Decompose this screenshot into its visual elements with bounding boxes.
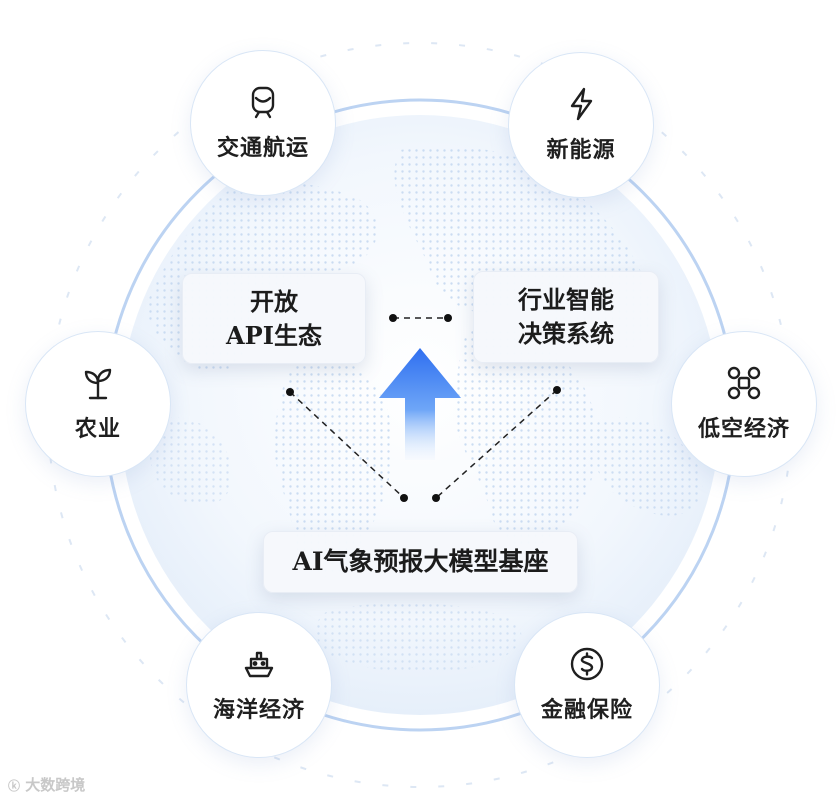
sprout-icon [84,368,112,400]
connector-dot [400,494,408,502]
open-api-line2: API生态 [226,320,322,350]
decision-system-card: 行业智能 决策系统 [473,271,659,363]
connector-dot [286,388,294,396]
base-model-label: AI气象预报大模型基座 [292,547,549,576]
node-marine-label: 海洋经济 [212,697,305,723]
connector-dot [389,314,397,322]
connector-right [435,389,558,499]
node-finance-label: 金融保险 [540,697,633,723]
open-api-line1: 开放 [250,286,298,316]
open-api-card: 开放 API生态 [182,273,366,364]
decision-line1: 行业智能 [518,285,614,314]
node-energy: 新能源 [508,52,654,198]
node-marine: 海洋经济 [186,612,332,758]
node-energy-label: 新能源 [546,137,616,163]
base-model-card: AI气象预报大模型基座 [263,531,578,593]
connector-dot [444,314,452,322]
ship-icon [244,651,274,678]
connector-dot [432,494,440,502]
watermark: ⓚ 大数跨境 [8,774,85,795]
watermark-logo: ⓚ [8,779,21,793]
up-arrow [379,348,461,460]
node-low-altitude: 低空经济 [671,331,817,477]
connector-left [289,391,405,499]
node-agriculture-label: 农业 [74,416,121,442]
connector-dot [553,386,561,394]
node-transport: 交通航运 [190,50,336,196]
decision-line2: 决策系统 [518,319,614,348]
node-transport-label: 交通航运 [216,135,309,161]
drone-icon [727,366,761,400]
dollar-icon [570,647,604,681]
train-icon [251,86,275,119]
watermark-text: 大数跨境 [25,776,86,794]
node-agriculture: 农业 [25,331,171,477]
lightning-icon [570,87,593,121]
node-low-altitude-label: 低空经济 [697,416,790,442]
node-finance: 金融保险 [514,612,660,758]
